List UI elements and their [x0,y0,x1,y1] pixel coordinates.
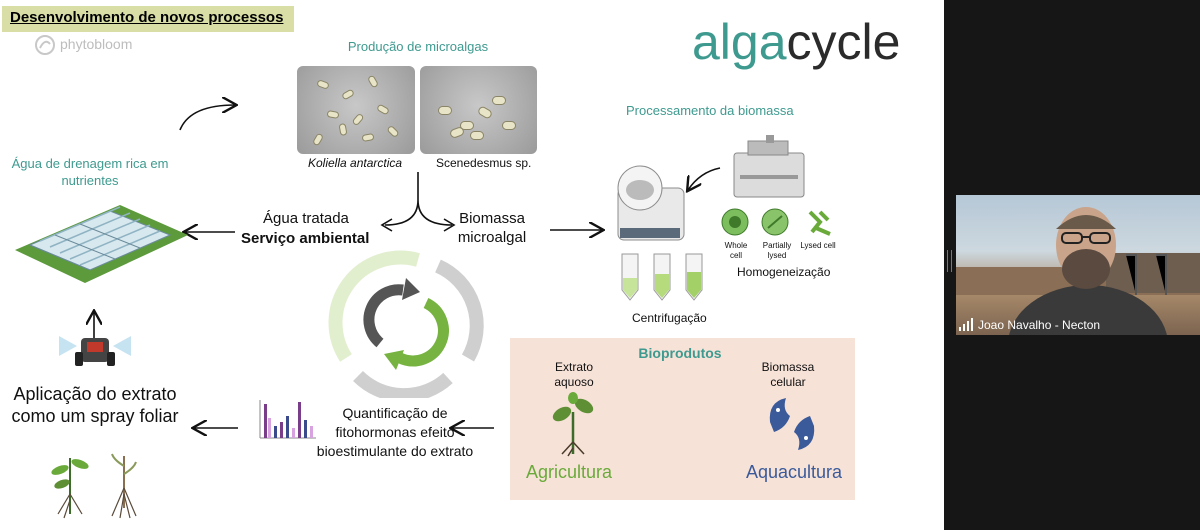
cell-biomass-label: Biomassa celular [761,360,815,389]
whole-cell-label: Whole cell [724,241,748,260]
application-label: Aplicação do extrato como um spray folia… [11,384,179,426]
phytobloom-logo-text: phytobloom [60,36,133,52]
plants-roots-icon [51,453,137,519]
participant-name-label: Joao Navalho - Necton [978,318,1101,332]
algacycle-logo-part1: alga [692,14,787,70]
species-scenedesmus: Scenedesmus sp. [436,156,532,170]
signal-strength-icon [959,318,973,331]
phytobloom-logo-icon [35,35,55,55]
aqueous-extract-label: Extrato aquoso [554,360,594,389]
recycle-cycle-icon [328,250,484,398]
slide-title: Desenvolvimento de novos processos [10,9,284,26]
quantification-label: Quantificação de fitohormonas efeito bio… [316,405,474,459]
drainage-water-label: Água de drenagem rica em nutrientes [11,156,169,188]
microalgae-heading: Produção de microalgas [347,39,489,54]
bioproducts-panel [510,338,855,500]
treated-water-label: Água tratada [263,210,349,227]
arrow-to-microalgae [179,105,235,131]
cell-lysis-stages [721,208,831,236]
partially-lysed-label: Partially lysed [762,241,792,260]
scenedesmus-photo [420,66,537,154]
species-koliella: Koliella antarctica [308,156,403,170]
presentation-slide: Desenvolvimento de novos processos phyto… [0,0,944,530]
arrow-homogenizer [688,167,721,190]
participant-video [956,207,1200,335]
centrifugation-label: Centrifugação [632,311,707,325]
title-banner [2,6,294,32]
environmental-service-label: Serviço ambiental [241,230,370,247]
lysed-cell-label: Lysed cell [800,241,836,250]
fish-icon [769,398,815,450]
homogenizer-icon [733,135,805,198]
panel-resize-handle[interactable] [947,250,952,272]
phytobloom-logo: phytobloom [34,34,132,60]
phytohormone-bar-chart-icon [259,400,316,439]
greenhouse-illustration [15,205,188,283]
aquaculture-label: Aquacultura [746,462,843,482]
centrifuge-icon [617,165,685,241]
biomass-label-line1: Biomassa [459,210,525,227]
biomass-label-line2: microalgal [457,229,527,246]
tractor-spray-icon [59,336,131,366]
agriculture-label: Agricultura [526,462,613,482]
plant-sprout-icon [552,392,594,457]
koliella-photo [297,66,415,154]
homogenization-label: Homogeneização [737,265,831,279]
algacycle-logo: algacycle [692,12,900,72]
participant-video-tile[interactable] [956,195,1200,335]
fork-arrow [384,172,453,226]
algacycle-logo-part2: cycle [786,14,901,70]
bioproducts-heading: Bioprodutos [638,345,722,361]
processing-heading: Processamento da biomassa [626,103,794,118]
centrifuge-tubes-icon [621,253,703,301]
